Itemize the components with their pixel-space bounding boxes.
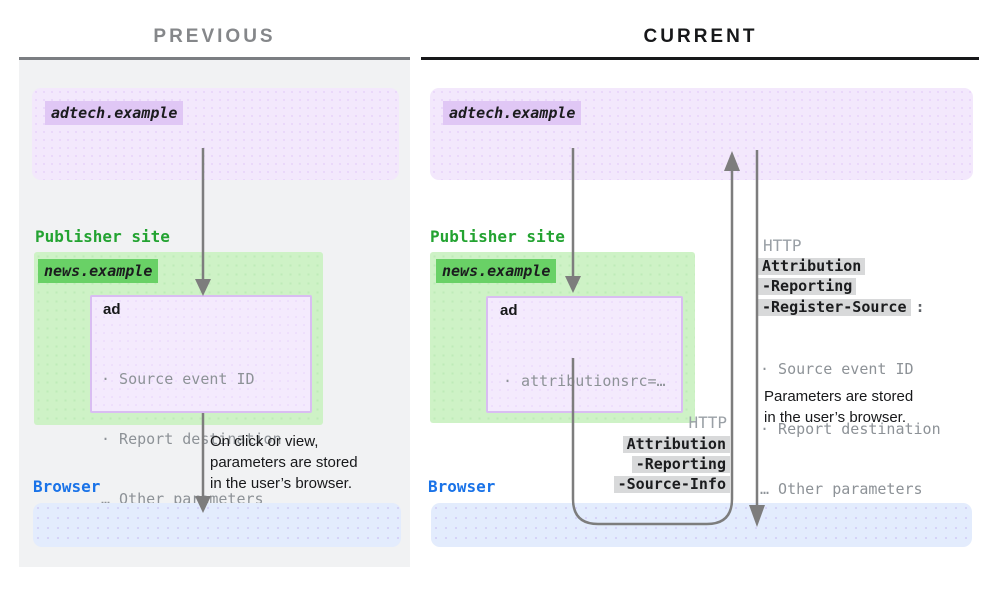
previous-browser-box	[33, 503, 401, 547]
response-param-list: · Source event ID · Report destination ……	[760, 319, 941, 539]
previous-browser-label: Browser	[33, 477, 101, 496]
response-header-stack: Attribution -Reporting -Register-Source:	[758, 257, 993, 317]
caption-line: Parameters are stored	[764, 388, 914, 405]
param-item: · Source event ID	[760, 360, 914, 378]
current-ad-title: ad	[500, 302, 518, 319]
previous-adtech-label-wrap: adtech.example	[45, 101, 184, 125]
current-divider-line	[421, 57, 979, 60]
previous-ad-box	[90, 295, 312, 413]
param-item: … Other parameters	[760, 480, 923, 498]
http-header-chip: -Source-Info	[613, 476, 730, 493]
current-news-domain-label: news.example	[436, 259, 557, 283]
caption-line: in the user’s browser.	[764, 409, 907, 426]
http-header-chip: Attribution	[622, 436, 730, 453]
http-header-chip: -Register-Source	[758, 299, 911, 316]
previous-divider-line	[19, 57, 410, 60]
previous-column-title: PREVIOUS	[153, 26, 276, 47]
caption-line: parameters are stored	[210, 454, 358, 471]
param-item: · Report destination	[101, 430, 282, 448]
request-header-row: -Reporting	[480, 455, 730, 475]
request-header-row: -Source-Info	[480, 475, 730, 495]
current-adtech-label-wrap: adtech.example	[443, 101, 582, 125]
response-header-row: -Register-Source:	[758, 297, 993, 317]
current-adtech-box	[430, 88, 973, 180]
previous-news-domain-label: news.example	[38, 259, 159, 283]
http-header-chip: Attribution	[758, 258, 866, 275]
current-browser-label: Browser	[428, 477, 496, 496]
response-header-row: Attribution	[758, 257, 993, 277]
current-news-label-wrap: news.example	[436, 259, 557, 283]
previous-ad-title: ad	[103, 301, 121, 318]
caption-line: in the user’s browser.	[210, 475, 353, 492]
response-caption: Parameters are stored in the user’s brow…	[764, 386, 913, 428]
request-http-tag: HTTP	[688, 413, 727, 432]
caption-line: On click or view,	[210, 433, 319, 450]
previous-arrow-caption: On click or view, parameters are stored …	[210, 431, 358, 494]
previous-publisher-site-label: Publisher site	[35, 227, 170, 246]
request-header-row: Attribution	[480, 435, 730, 455]
current-publisher-site-label: Publisher site	[430, 227, 565, 246]
request-header-stack: Attribution -Reporting -Source-Info	[480, 435, 730, 495]
header-colon: :	[915, 298, 925, 316]
http-header-chip: -Reporting	[758, 278, 857, 295]
response-http-tag: HTTP	[763, 236, 802, 255]
current-browser-box	[431, 503, 972, 547]
http-header-chip: -Reporting	[631, 456, 730, 473]
param-item: · Report destination	[760, 420, 941, 438]
response-header-row: -Reporting	[758, 277, 993, 297]
previous-news-label-wrap: news.example	[38, 259, 159, 283]
param-item: · Source event ID	[101, 370, 255, 388]
current-column-title: CURRENT	[643, 26, 758, 47]
current-adtech-domain-label: adtech.example	[443, 101, 582, 125]
previous-adtech-domain-label: adtech.example	[45, 101, 184, 125]
param-item: · attributionsrc=…	[503, 372, 666, 390]
